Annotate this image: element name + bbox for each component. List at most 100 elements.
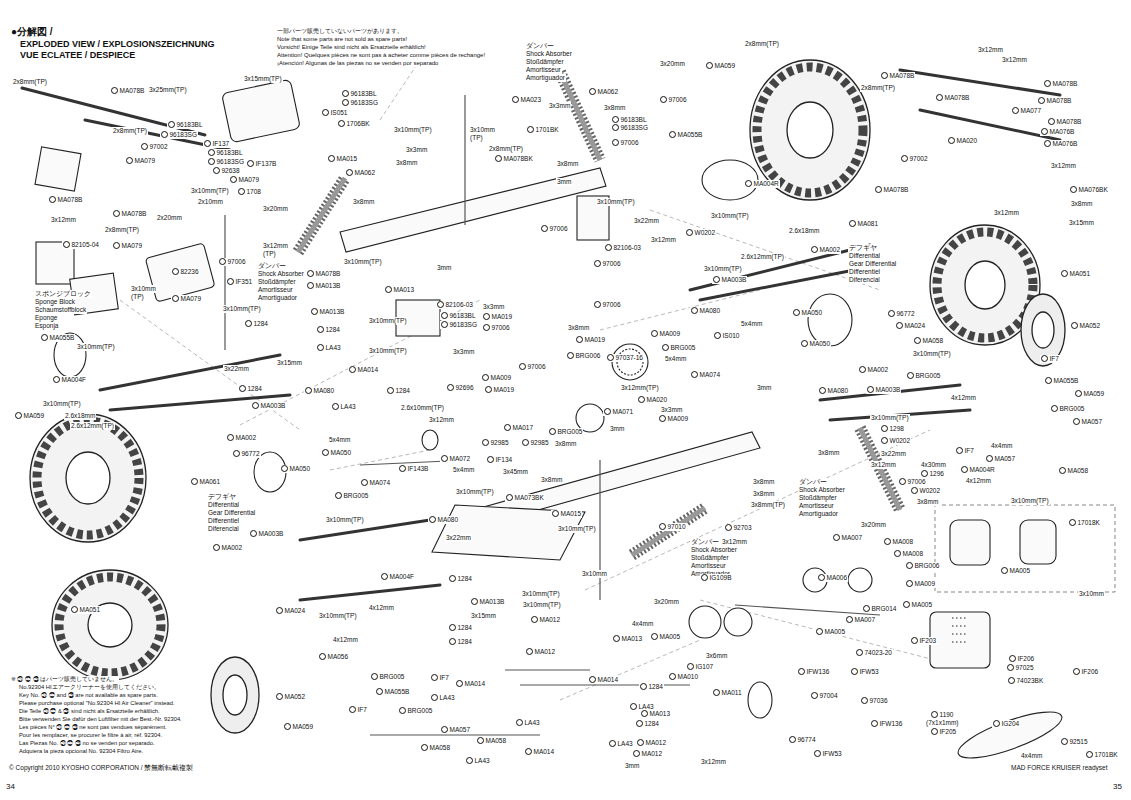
part-number: IFW136 bbox=[870, 720, 903, 728]
dimension-label: 3x12mm bbox=[262, 242, 289, 250]
dimension-label: 3x22mm bbox=[880, 450, 907, 458]
part-number: 1284 bbox=[639, 683, 664, 691]
part-number: 92703 bbox=[724, 524, 753, 532]
dimension-label: 3x10mm(TP) bbox=[368, 317, 408, 325]
caption-text: Amortisseur bbox=[798, 502, 835, 510]
dimension-label: 3x8mm bbox=[603, 104, 626, 112]
part-number: MA058 bbox=[420, 744, 451, 752]
part-number: 97036 bbox=[860, 697, 889, 705]
part-number: MA004R bbox=[744, 180, 780, 188]
part-number: MA052 bbox=[275, 693, 306, 701]
part-number: LA43 bbox=[608, 740, 634, 748]
part-number: MA023 bbox=[511, 96, 542, 104]
part-number: MA009 bbox=[481, 374, 512, 382]
part-number: MA078B bbox=[1043, 80, 1078, 88]
dimension-label: 2.6x10mm(TP) bbox=[400, 404, 445, 412]
part-number: MA024 bbox=[275, 607, 306, 615]
part-number: MA079 bbox=[171, 295, 202, 303]
part-number: MA008 bbox=[883, 538, 914, 546]
dimension-label: 5x4mm bbox=[664, 355, 687, 363]
part-number: 82106-03 bbox=[604, 244, 642, 252]
part-number: MA052 bbox=[1070, 322, 1101, 330]
part-number: 96183BL bbox=[341, 90, 378, 98]
dimension-label: 3x12mm bbox=[1001, 56, 1028, 64]
part-number: 96183BL bbox=[207, 149, 244, 157]
part-number: 97002 bbox=[900, 155, 929, 163]
part-number: MA080 bbox=[690, 307, 721, 315]
part-number: IF351 bbox=[226, 278, 253, 286]
part-number: MA080 bbox=[428, 516, 459, 524]
dimension-label: 3x20mm bbox=[262, 205, 289, 213]
part-number: 97006 bbox=[593, 301, 622, 309]
caption-text: Shock Absorber bbox=[257, 270, 305, 278]
dimension-label: 3x12mm bbox=[870, 461, 897, 469]
part-number: 1284 bbox=[448, 575, 473, 583]
caption-text: Differential bbox=[207, 501, 240, 509]
caption-text: Amortisseur bbox=[690, 562, 727, 570]
part-number: MA017 bbox=[503, 424, 534, 432]
note-text: No.92304 HIエアークリーナーを使用してください。 bbox=[18, 684, 161, 691]
part-number: MA004F bbox=[52, 376, 87, 384]
part-number: MA009 bbox=[905, 580, 936, 588]
caption-text: Stoßdämpfer bbox=[690, 554, 730, 562]
dimension-label: 2x8mm(TP) bbox=[488, 145, 524, 153]
part-number: 97025 bbox=[1006, 664, 1035, 672]
part-number: 82106-03 bbox=[436, 301, 474, 309]
dimension-label: 3x3mm bbox=[660, 406, 683, 414]
dimension-label: 3x12mm bbox=[700, 758, 727, 766]
part-number: 97010 bbox=[658, 523, 687, 531]
caption-text: Stoßdämpfer bbox=[798, 494, 838, 502]
part-number: MA076B bbox=[1040, 128, 1075, 136]
part-number: LA43 bbox=[331, 403, 357, 411]
part-number: IF143B bbox=[398, 465, 429, 473]
part-number: 96183BL bbox=[440, 312, 477, 320]
dimension-label: 3x10mm(TP) bbox=[710, 212, 750, 220]
part-number: BRG005 bbox=[370, 673, 405, 681]
note-text: Attention! Quelques pièces ne sont pas à… bbox=[276, 52, 486, 59]
part-number: IFW53 bbox=[850, 668, 880, 676]
part-number: IG109B bbox=[700, 574, 733, 582]
dimension-label: 3x10mm(TP) bbox=[76, 343, 116, 351]
part-number: MA059 bbox=[283, 723, 314, 731]
part-number: MA050 bbox=[280, 465, 311, 473]
part-number: MA074 bbox=[360, 479, 391, 487]
part-number: IG107 bbox=[686, 663, 714, 671]
part-number: IS010 bbox=[713, 332, 741, 340]
dimension-label: 3x12mm(TP) bbox=[620, 384, 660, 392]
part-number: MA055B bbox=[1044, 377, 1079, 385]
part-number: 74023-20 bbox=[855, 649, 893, 657]
caption-text: スポンジブロック bbox=[34, 290, 92, 298]
dimension-label: 3x10mm(TP) bbox=[222, 305, 262, 313]
part-number: MA019 bbox=[482, 313, 513, 321]
part-number: MA078B bbox=[1037, 97, 1072, 105]
part-number: MA078B bbox=[1047, 118, 1082, 126]
dimension-label: 3x10mm(TP) bbox=[318, 612, 358, 620]
part-number: 1284 bbox=[386, 387, 411, 395]
dimension-label: 2.6x12mm(TP) bbox=[70, 422, 115, 430]
dimension-label: 3x8mm bbox=[752, 490, 775, 498]
part-number: LA43 bbox=[465, 757, 491, 765]
part-number: MA020 bbox=[947, 137, 978, 145]
part-number: MA014 bbox=[524, 748, 555, 756]
part-number: MA009 bbox=[658, 415, 689, 423]
part-number: MA078BK bbox=[494, 155, 534, 163]
dimension-label: 2.6x18mm bbox=[64, 412, 96, 420]
dimension-label: 4x12mm bbox=[332, 636, 359, 644]
dimension-label: 3x10mm(TP) bbox=[522, 601, 562, 609]
caption-text: Sponge Block bbox=[34, 298, 76, 306]
part-number: 96183SG bbox=[341, 99, 379, 107]
part-number: MA012 bbox=[530, 616, 561, 624]
caption-text: Amortisseur bbox=[257, 286, 294, 294]
dimension-label: 3x15mm bbox=[1068, 219, 1095, 227]
part-number: MA071 bbox=[603, 408, 634, 416]
part-number: MA003B bbox=[866, 386, 901, 394]
part-number: MA013 bbox=[384, 286, 415, 294]
dimension-label: 3mm bbox=[609, 425, 625, 433]
part-number: MA078B bbox=[112, 210, 147, 218]
part-number: MA062 bbox=[588, 88, 619, 96]
dimension-label: 3x10mm(TP) bbox=[393, 126, 433, 134]
part-number: MA009 bbox=[650, 330, 681, 338]
part-number: MA062 bbox=[345, 169, 376, 177]
